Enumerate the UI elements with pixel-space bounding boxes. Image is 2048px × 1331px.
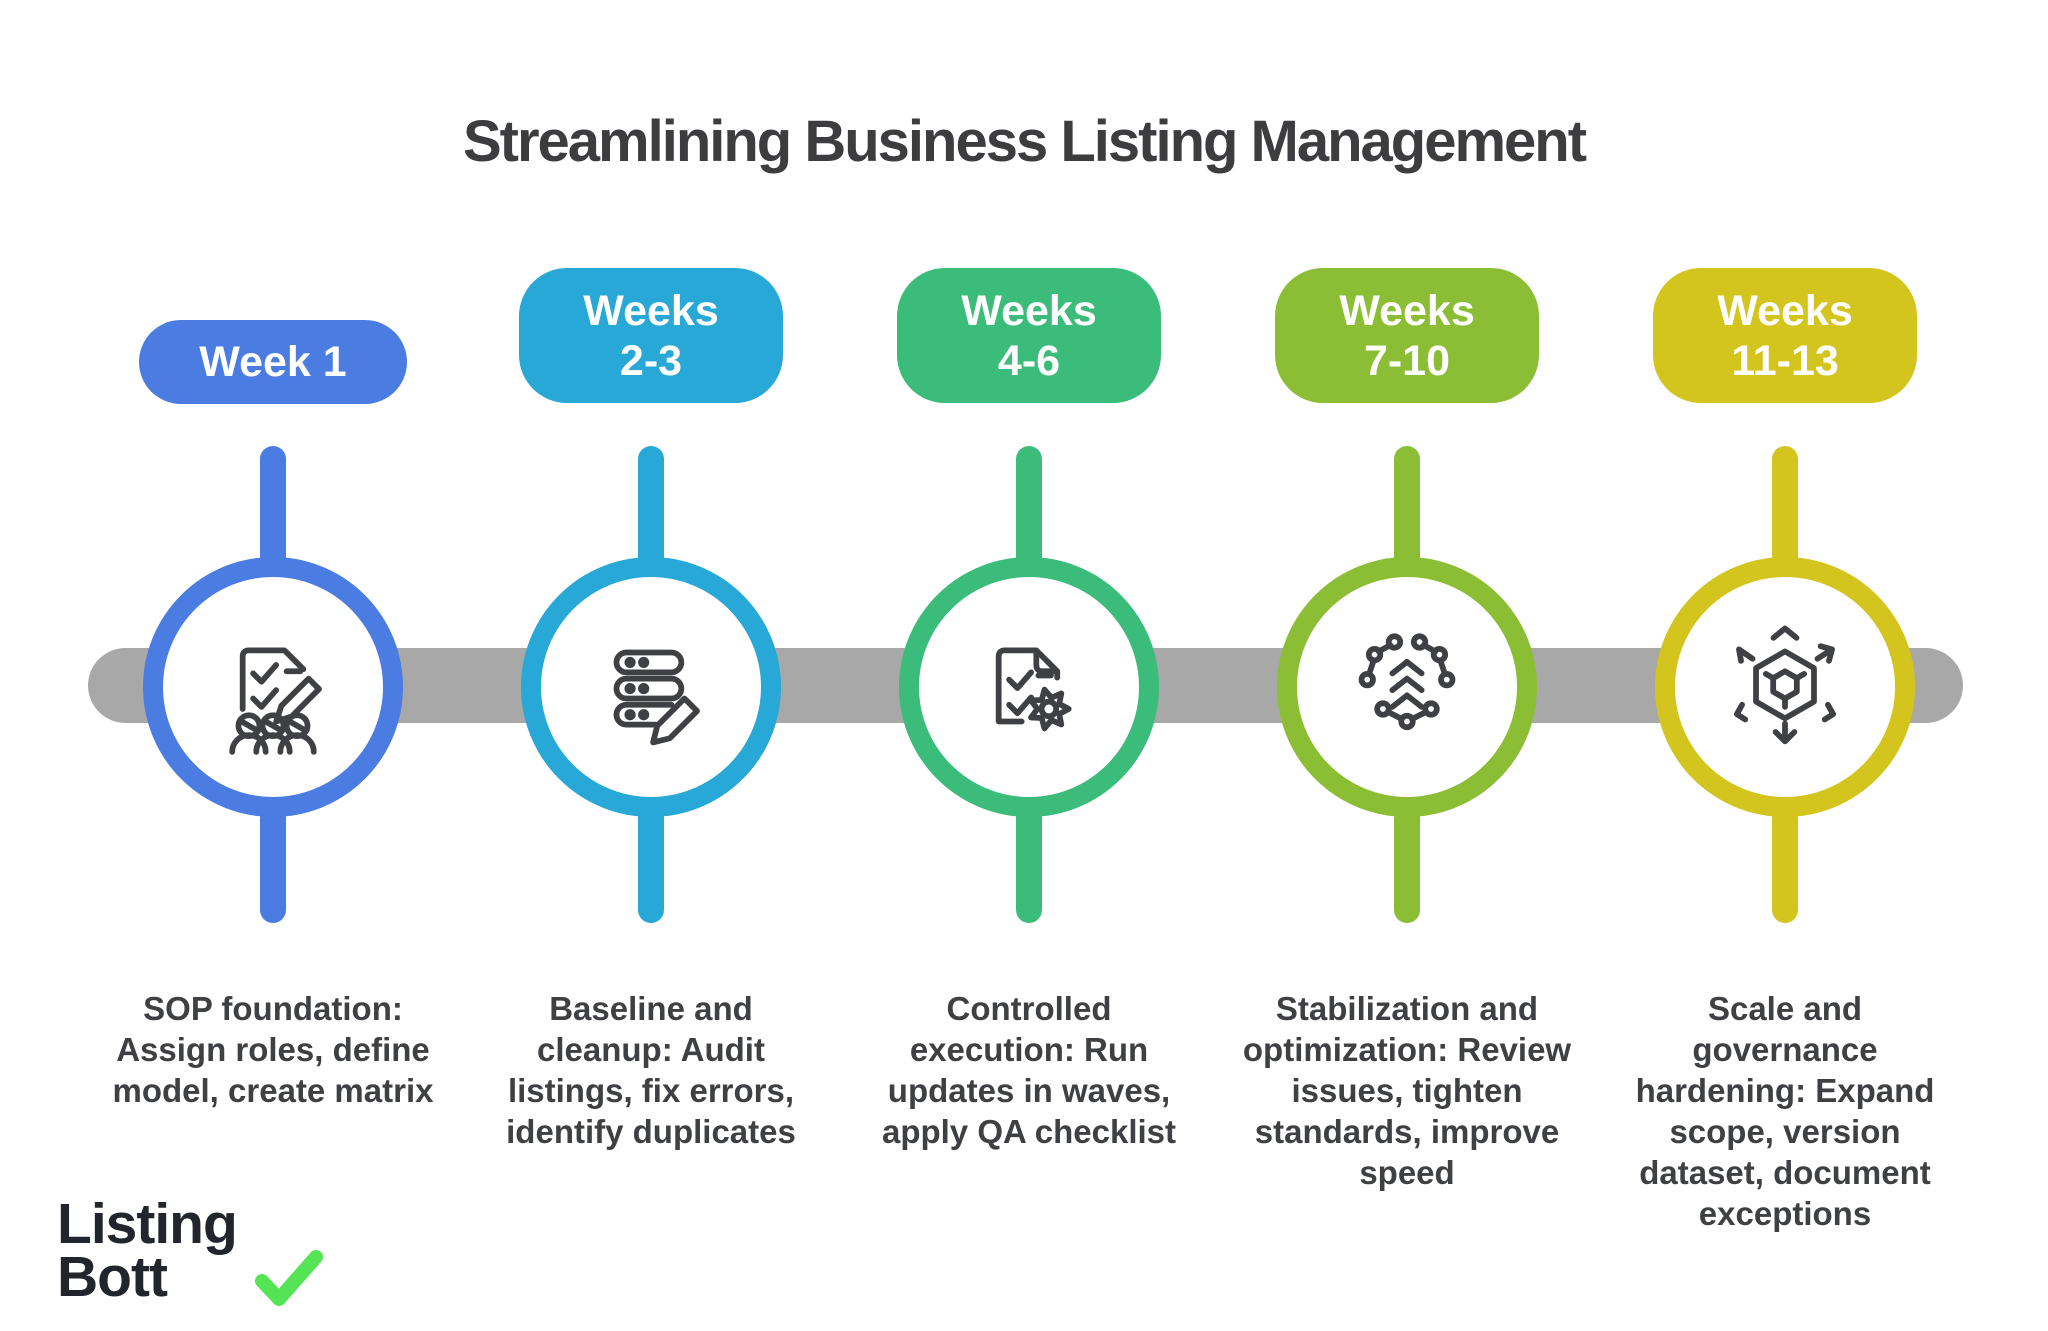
timeline-stem-bottom [260, 800, 286, 923]
brand-logo: Listing Bott [57, 1192, 323, 1309]
timeline-stem-top [1016, 446, 1042, 570]
scale-cube-icon [1734, 625, 1836, 745]
milestone-circle [1655, 557, 1915, 817]
milestone-circle [521, 557, 781, 817]
badge-label-top: Weeks [1339, 286, 1475, 335]
week-badge: Week 1 [139, 320, 407, 404]
brand-name-line1: Listing [57, 1192, 238, 1256]
timeline-stem-top [1394, 446, 1420, 570]
badge-label-top: Weeks [583, 286, 719, 335]
milestone-weeks-4-6: Weeks 4-6 Controlled execution: Run upda… [839, 0, 1219, 1331]
week-badge: Weeks 7-10 [1275, 268, 1539, 403]
milestone-description: Controlled execution: Run updates in wav… [881, 990, 1177, 1150]
milestone-circle [899, 557, 1159, 817]
milestone-circle [143, 557, 403, 817]
network-optimization-icon [1358, 633, 1456, 731]
badge-label-bottom: 11-13 [1731, 336, 1839, 385]
badge-label-bottom: 2-3 [619, 336, 683, 385]
badge-label-top: Weeks [961, 286, 1097, 335]
page-title: Streamlining Business Listing Management [462, 109, 1587, 174]
milestone-description: Scale and governance hardening: Expand s… [1635, 990, 1935, 1232]
document-gear-icon [995, 647, 1072, 732]
badge-label-top: Weeks [1717, 286, 1853, 335]
timeline-stem-bottom [1772, 800, 1798, 923]
milestone-description: SOP foundation: Assign roles, define mod… [112, 990, 434, 1109]
timeline-stem-top [638, 446, 664, 570]
timeline-stem-top [260, 446, 286, 570]
clipboard-checklist-team-icon [229, 647, 322, 755]
badge-label-top: Week 1 [199, 338, 347, 386]
badge-label-bottom: 7-10 [1363, 336, 1451, 385]
badge-label-bottom: 4-6 [997, 336, 1061, 385]
milestone-weeks-2-3: Weeks 2-3 Baseline and cleanup: Audit li… [461, 0, 841, 1331]
timeline-stem-bottom [1394, 800, 1420, 923]
milestone-circle [1277, 557, 1537, 817]
week-badge: Weeks 2-3 [519, 268, 783, 403]
milestone-weeks-7-10: Weeks 7-10 Stabilization and optimizatio… [1217, 0, 1597, 1331]
milestone-weeks-11-13: Weeks 11-13 Scale and governance hardeni… [1595, 0, 1975, 1331]
timeline-stem-bottom [638, 800, 664, 923]
milestone-description: Stabilization and optimization: Review i… [1242, 990, 1572, 1191]
week-badge: Weeks 11-13 [1653, 268, 1917, 403]
brand-name-line2: Bott [57, 1245, 168, 1309]
timeline-stem-bottom [1016, 800, 1042, 923]
check-icon [255, 1250, 323, 1306]
timeline-stem-top [1772, 446, 1798, 570]
milestone-description: Baseline and cleanup: Audit listings, fi… [506, 990, 796, 1150]
milestone-week-1: Week 1 SOP foundation: Assign roles, def… [83, 0, 463, 1331]
database-edit-icon [613, 649, 700, 746]
week-badge: Weeks 4-6 [897, 268, 1161, 403]
